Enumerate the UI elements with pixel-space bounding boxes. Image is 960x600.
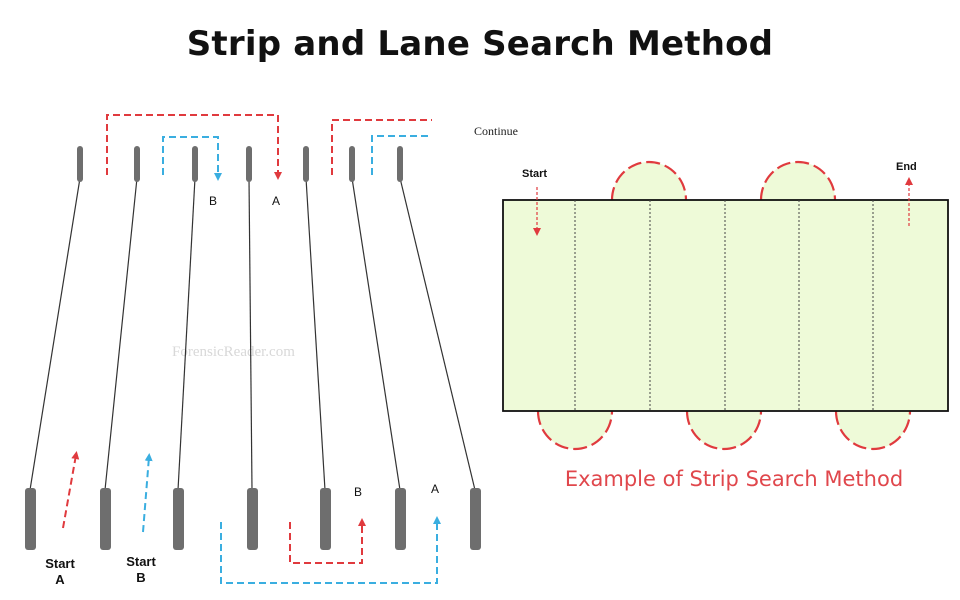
end-label: End xyxy=(896,161,917,173)
lane-string xyxy=(305,177,326,491)
near-post xyxy=(173,488,184,550)
blue-path-continue xyxy=(371,135,432,175)
lane-string xyxy=(351,177,401,491)
label-bottom-a: A xyxy=(431,482,439,496)
lane-search-diagram: ForensicReader.com xyxy=(25,114,481,587)
top-paths xyxy=(106,114,432,181)
near-post xyxy=(100,488,111,550)
watermark: ForensicReader.com xyxy=(172,344,295,360)
far-post xyxy=(192,146,198,182)
start-label: Start xyxy=(522,168,547,180)
far-post xyxy=(134,146,140,182)
near-posts xyxy=(25,488,481,550)
near-post xyxy=(470,488,481,550)
near-post xyxy=(320,488,331,550)
far-posts xyxy=(77,146,403,182)
blue-path-bottom xyxy=(220,516,441,584)
bottom-paths xyxy=(62,451,441,584)
label-top-b: B xyxy=(209,194,217,208)
label-bottom-b: B xyxy=(354,485,362,499)
blue-start-arrow xyxy=(142,453,153,533)
strip-dividers xyxy=(574,200,874,411)
near-post xyxy=(395,488,406,550)
label-top-a: A xyxy=(272,194,280,208)
far-post xyxy=(349,146,355,182)
lane-strings xyxy=(29,177,476,491)
far-post xyxy=(246,146,252,182)
lane-string xyxy=(177,177,196,491)
far-post xyxy=(77,146,83,182)
far-post xyxy=(397,146,403,182)
near-post xyxy=(25,488,36,550)
red-path-bottom xyxy=(289,518,366,564)
start-b-label-line1: Start xyxy=(126,554,156,569)
start-a-label-line1: Start xyxy=(45,556,75,571)
lane-string xyxy=(399,177,476,491)
start-a-label-line2: A xyxy=(55,572,65,587)
blue-path-top xyxy=(162,136,222,181)
red-path-continue xyxy=(331,119,432,175)
red-start-arrow xyxy=(62,451,80,529)
lane-string xyxy=(29,177,81,491)
continue-label: Continue xyxy=(474,124,518,138)
strip-search-diagram: Continue Start End Example o xyxy=(474,124,949,491)
lane-string xyxy=(248,177,253,491)
lane-string xyxy=(104,177,138,491)
red-path-top xyxy=(106,114,282,180)
strip-arrows xyxy=(533,177,913,236)
near-post xyxy=(247,488,258,550)
page-title: Strip and Lane Search Method xyxy=(186,24,774,64)
start-b-label-line2: B xyxy=(136,570,145,585)
far-post xyxy=(303,146,309,182)
strip-caption: Example of Strip Search Method xyxy=(565,467,903,491)
